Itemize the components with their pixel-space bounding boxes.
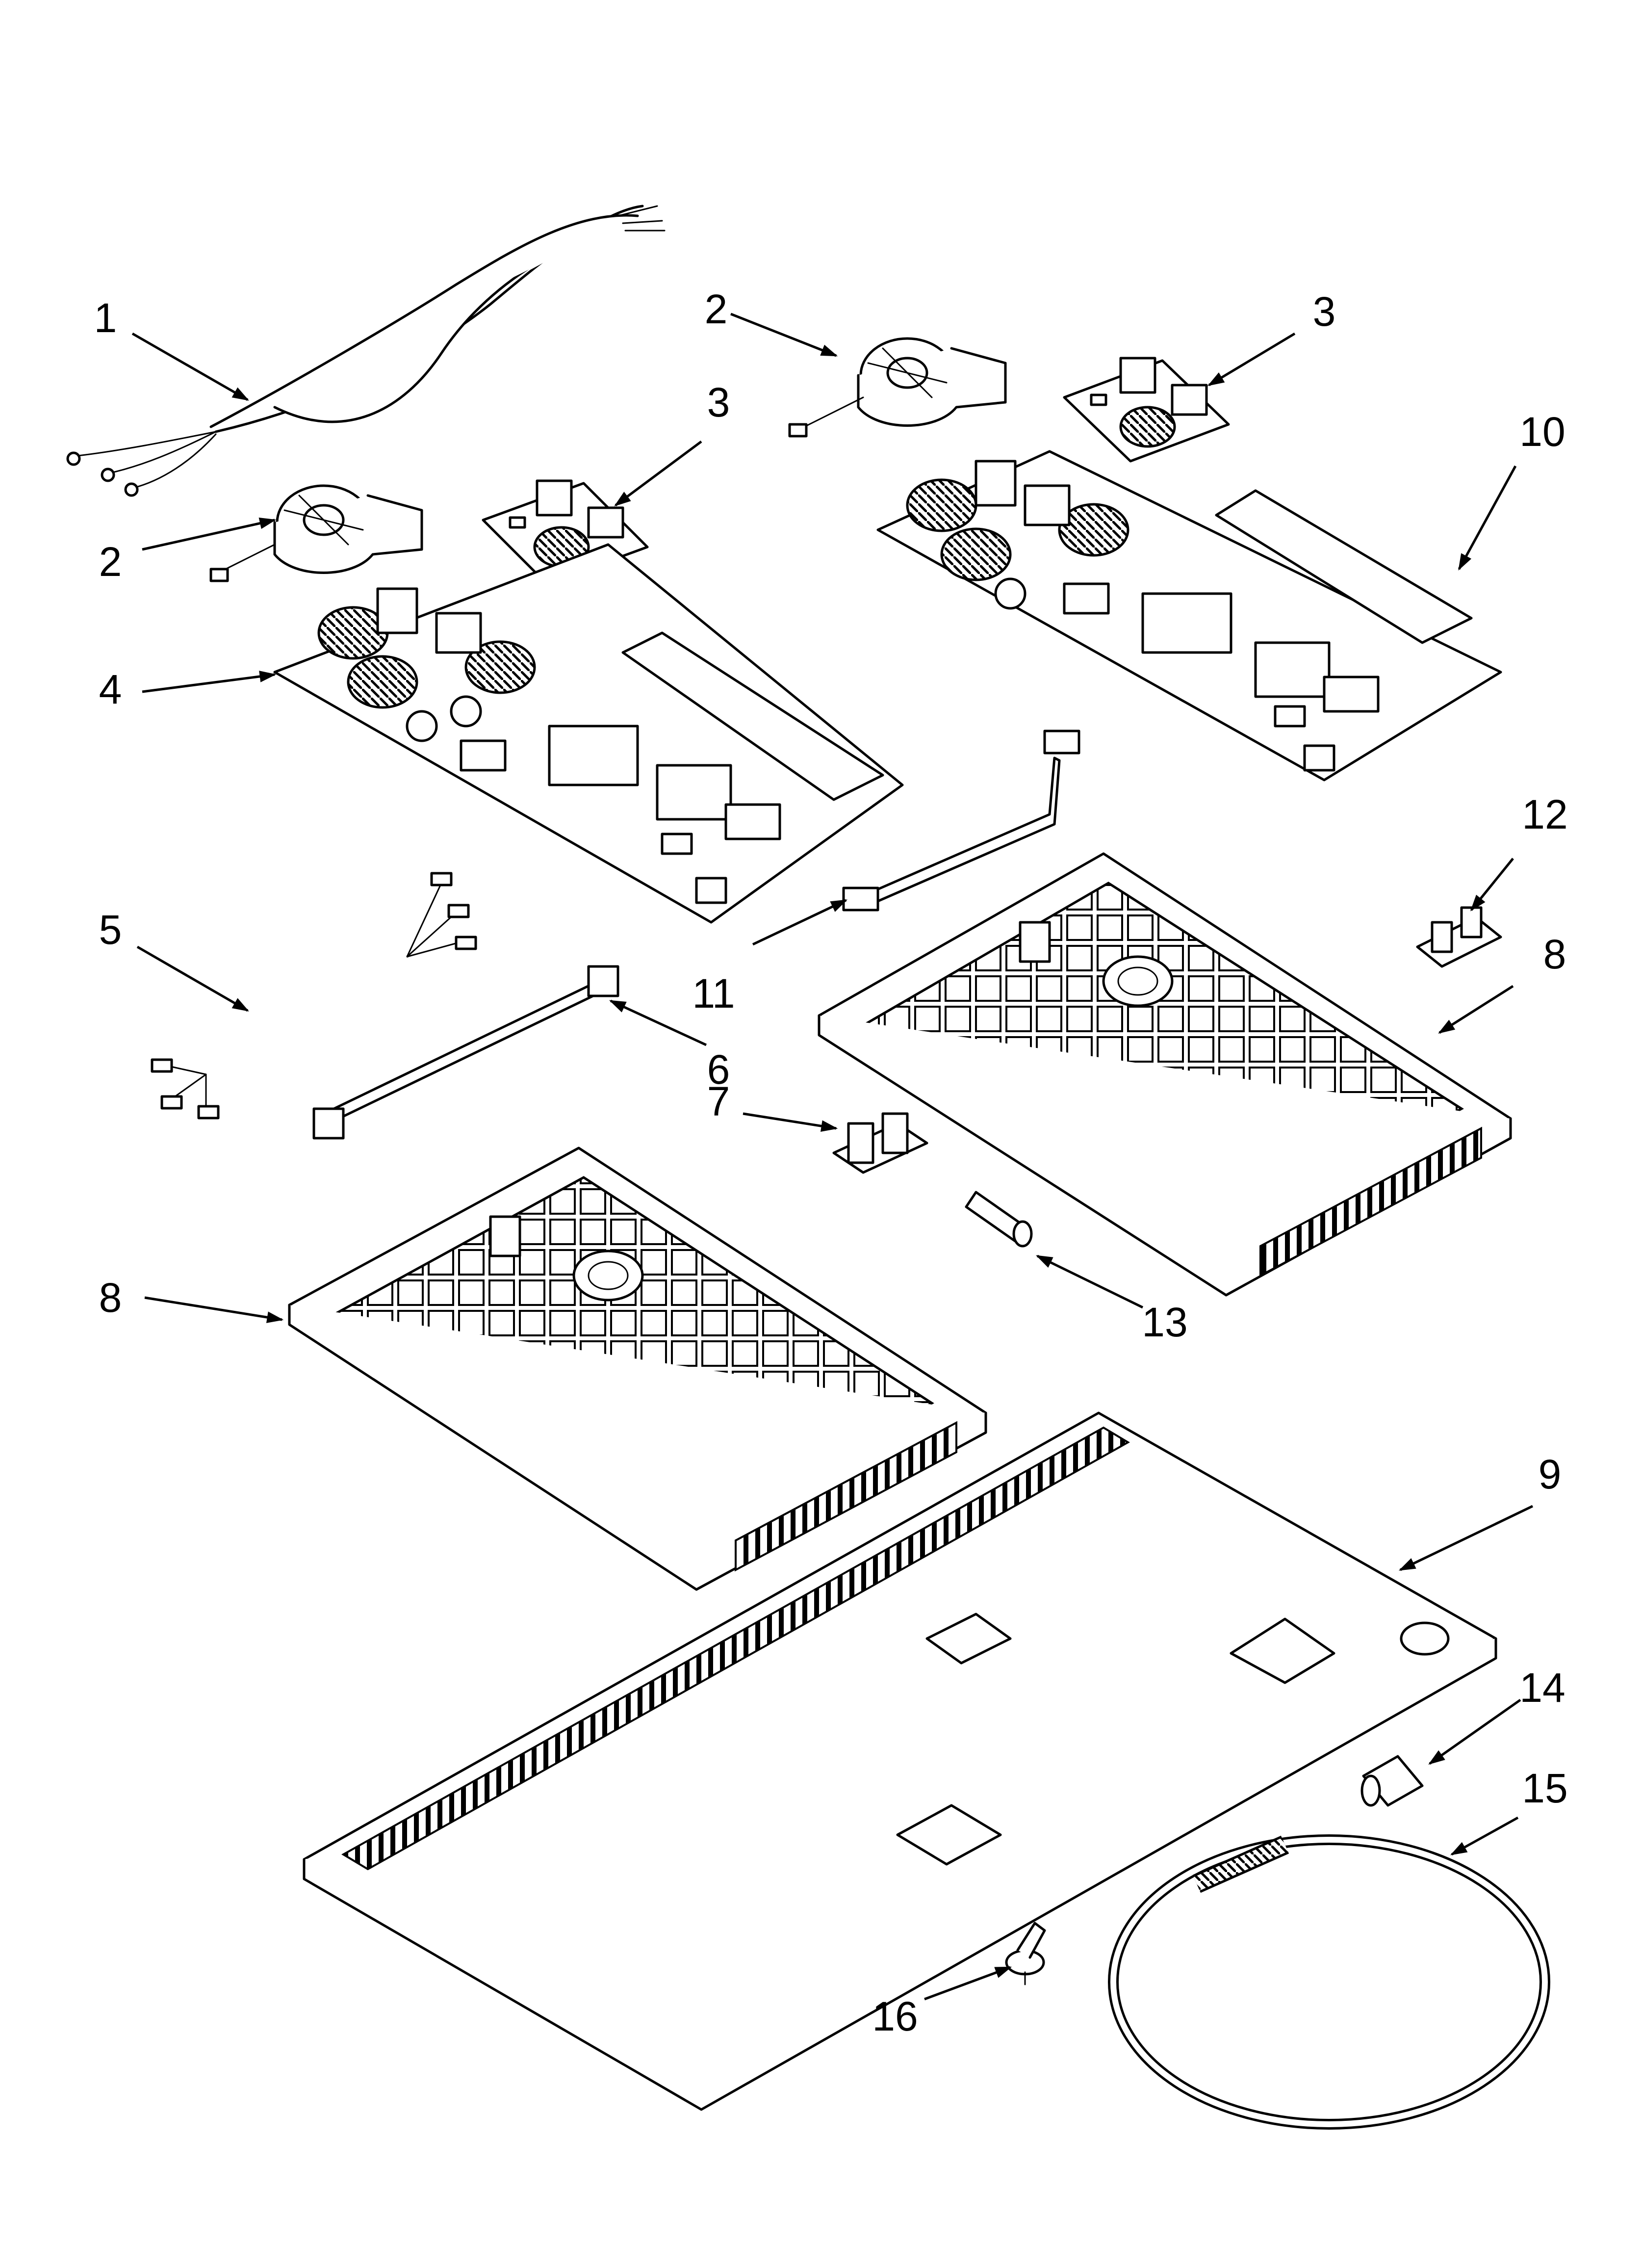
conduit-icon bbox=[1108, 1834, 1550, 2130]
callout-12: 12 bbox=[1522, 791, 1567, 837]
callout-6: 6 bbox=[707, 1046, 730, 1093]
fan-icon bbox=[209, 484, 423, 582]
callout-3-right: 3 bbox=[1313, 288, 1336, 335]
callout-16: 16 bbox=[872, 1993, 918, 2039]
callout-4: 4 bbox=[99, 666, 122, 712]
wire-harness-icon bbox=[151, 872, 477, 1120]
callout-13: 13 bbox=[1142, 1299, 1187, 1345]
ribbon-cable-icon bbox=[842, 730, 1080, 912]
clip-icon bbox=[1416, 906, 1502, 968]
callout-9: 9 bbox=[1539, 1451, 1562, 1497]
callout-11: 11 bbox=[692, 970, 735, 1017]
callout-14: 14 bbox=[1519, 1665, 1565, 1711]
callout-8-right: 8 bbox=[1543, 931, 1566, 977]
callout-2-right: 2 bbox=[705, 286, 728, 332]
control-board-icon bbox=[273, 543, 904, 924]
callout-labels: 1 2 2 3 3 4 5 6 7 8 8 9 10 11 12 13 14 1… bbox=[94, 286, 1568, 2039]
fastener-icon bbox=[1005, 1922, 1046, 1985]
control-board-icon bbox=[876, 450, 1502, 782]
fan-icon bbox=[788, 337, 1007, 438]
power-cord-icon bbox=[66, 205, 666, 497]
callout-3-left: 3 bbox=[707, 379, 730, 425]
connector-icon bbox=[965, 1191, 1033, 1248]
callout-10: 10 bbox=[1519, 409, 1565, 455]
callout-8-left: 8 bbox=[99, 1275, 122, 1321]
filter-board-icon bbox=[1063, 357, 1230, 463]
callout-5: 5 bbox=[99, 907, 122, 953]
strain-relief-icon bbox=[1360, 1755, 1424, 1807]
callout-7: 7 bbox=[707, 1078, 730, 1124]
callout-2-left: 2 bbox=[99, 539, 122, 585]
callout-1: 1 bbox=[94, 295, 117, 341]
clip-icon bbox=[832, 1112, 928, 1174]
leader-lines bbox=[131, 313, 1534, 2001]
ribbon-cable-icon bbox=[312, 965, 619, 1140]
callout-15: 15 bbox=[1522, 1765, 1567, 1811]
tray-icon bbox=[818, 852, 1512, 1297]
tray-icon bbox=[288, 1147, 987, 1591]
base-plate-icon bbox=[303, 1411, 1497, 2111]
